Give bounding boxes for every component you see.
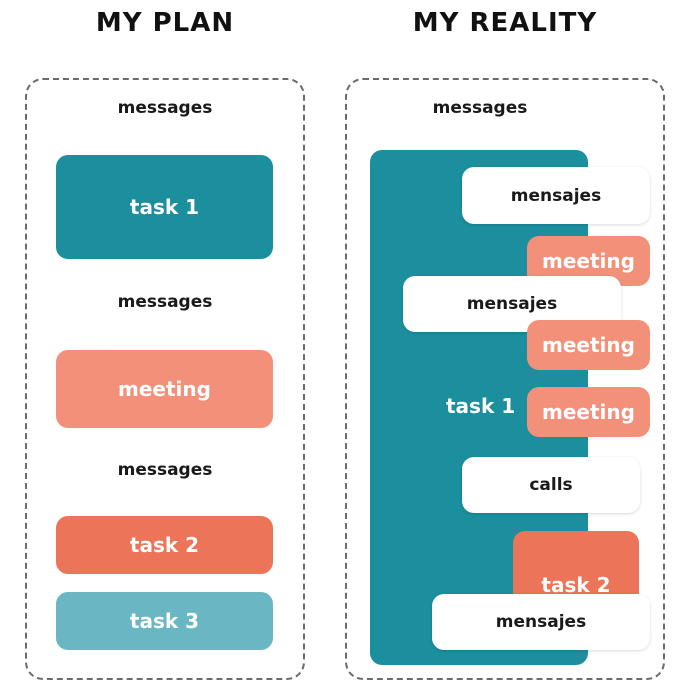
plan-panel	[25, 78, 305, 680]
reality-mensajes-card-3: mensajes	[432, 594, 650, 650]
plan-task-2-block: task 2	[56, 516, 273, 574]
plan-task-3-block: task 3	[56, 592, 273, 650]
reality-calls-card: calls	[462, 457, 640, 513]
plan-messages-label-3: messages	[117, 460, 213, 480]
reality-messages-label: messages	[432, 98, 528, 118]
plan-title: MY PLAN	[95, 8, 235, 38]
reality-panel	[345, 78, 665, 680]
reality-task-1-label: task 1	[446, 394, 516, 418]
reality-meeting-block-2: meeting	[527, 320, 650, 370]
reality-mensajes-card-1: mensajes	[462, 167, 650, 224]
plan-messages-label-2: messages	[117, 292, 213, 312]
plan-meeting-block: meeting	[56, 350, 273, 428]
reality-title: MY REALITY	[412, 8, 598, 38]
reality-meeting-block-1: meeting	[527, 236, 650, 286]
plan-messages-label-1: messages	[117, 98, 213, 118]
plan-task-1-block: task 1	[56, 155, 273, 259]
reality-meeting-block-3: meeting	[527, 387, 650, 437]
